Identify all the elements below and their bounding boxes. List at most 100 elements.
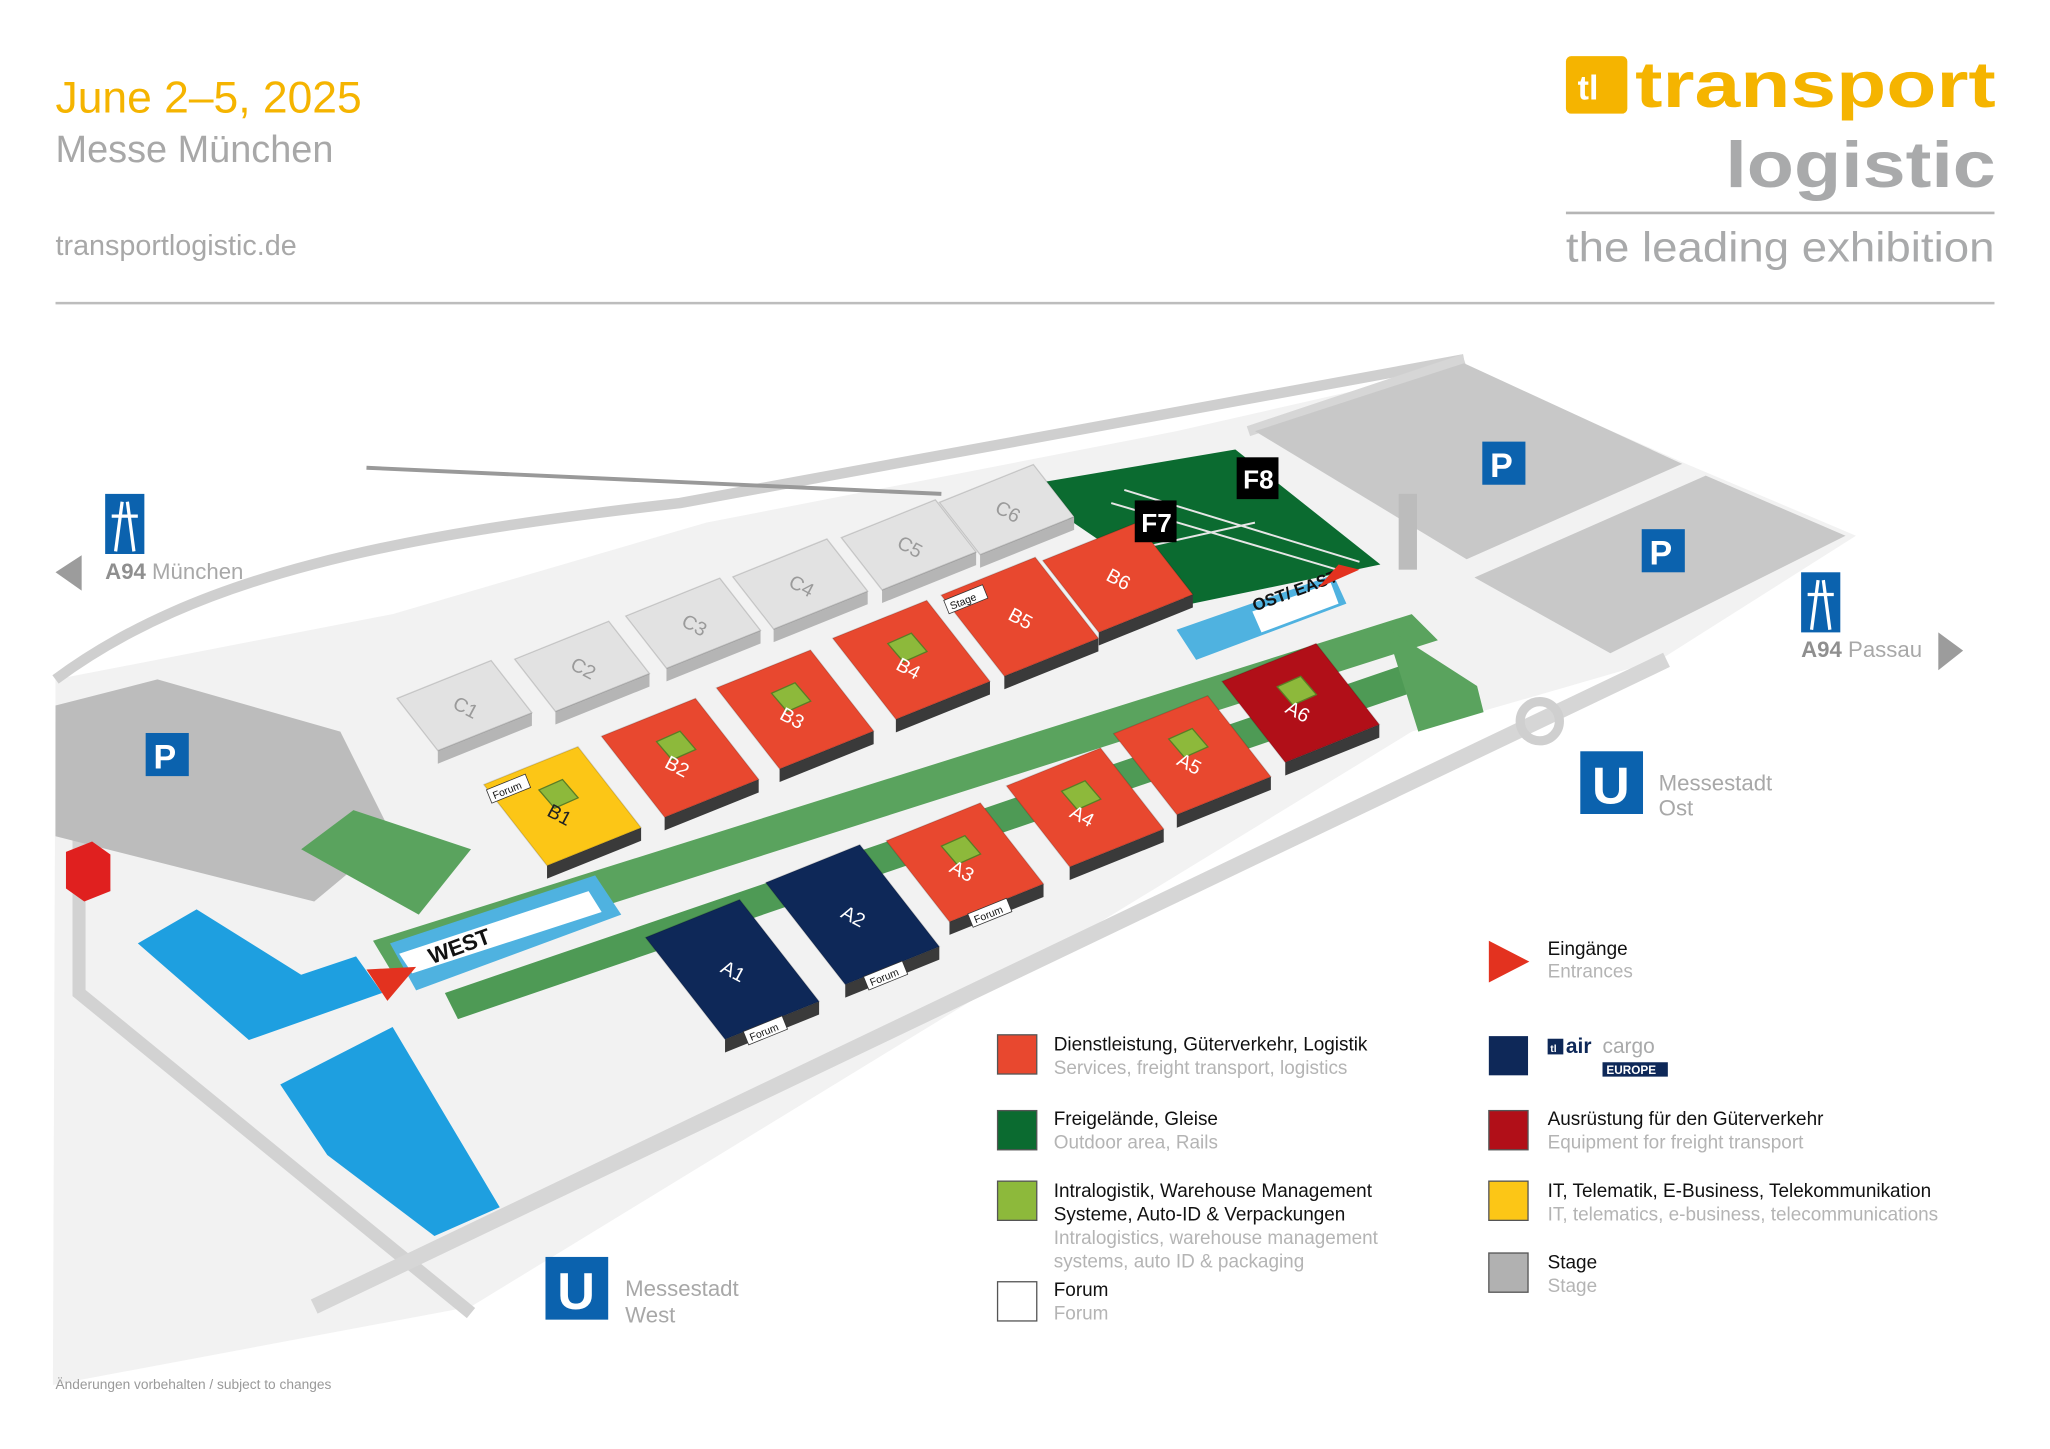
hall-a5[interactable]: A5 [1112,694,1272,828]
legend-equipment: Ausrüstung für den Güterverkehr Equipmen… [1488,1109,1824,1153]
logo-mark [1565,56,1628,114]
hall-c5[interactable]: C5 [840,498,978,603]
logo-word-logistic: logistic [1725,128,1995,201]
svg-text:Forum: Forum [1054,1304,1109,1325]
logo-word-transport: transport [1635,48,1996,121]
hall-a6[interactable]: A6 [1221,642,1381,776]
highway-west-dest: München [152,559,243,584]
outdoor-f7-label[interactable]: F7 [1141,508,1171,538]
highway-east-road: A94 [1801,637,1842,662]
legend: Eingänge Entrances Dienstleistung, Güter… [996,939,1938,1325]
swatch [1488,1109,1529,1151]
aircargo-logo-air: air [1566,1035,1592,1058]
hall-b4[interactable]: B4 [831,599,992,733]
legend-intralogistics: Intralogistik, Warehouse Management Syst… [996,1180,1379,1272]
intralogistics-area [886,632,929,663]
hall-roof [396,659,533,752]
svg-text:P: P [154,738,177,776]
swatch [996,1034,1038,1075]
subway-station-west[interactable]: U Messestadt West [545,1256,739,1327]
svg-text:U: U [1592,758,1630,816]
legend-stage: Stage Stage [1488,1252,1597,1297]
svg-text:P: P [1490,447,1513,485]
tower [1398,493,1417,570]
swatch [996,1180,1038,1222]
hall-facade [895,681,990,733]
halls: C1C2C3C4C5C6B1ForumB2B3B4B5StageB6A1Foru… [396,463,1381,1053]
rail-track [366,465,942,496]
highway-west: A94 München [55,493,243,591]
hall-roof [1112,694,1272,816]
entrance-arrow-icon [1488,940,1530,983]
hall-facade [1285,724,1380,776]
svg-text:Freigelände, Gleise: Freigelände, Gleise [1054,1109,1218,1130]
hall-facade [882,552,977,603]
entrance-west-arrow-icon [366,966,417,1001]
website-link[interactable]: transportlogistic.de [56,230,297,262]
aircargo-logo-cargo: cargo [1603,1035,1655,1058]
hall-b3[interactable]: B3 [715,649,875,782]
svg-text:IT, telematics, e-business, te: IT, telematics, e-business, telecommunic… [1548,1204,1938,1225]
svg-text:Ausrüstung für den Güterverkeh: Ausrüstung für den Güterverkehr [1548,1109,1824,1130]
entrance-west[interactable]: WEST [366,875,622,1001]
intralogistics-area [1276,675,1318,706]
intralogistics-area [655,730,697,761]
outdoor-area-f7-f8[interactable] [1019,449,1381,604]
event-date: June 2–5, 2025 [56,73,362,122]
subway-station-east[interactable]: U Messestadt Ost [1580,751,1772,820]
hall-c2[interactable]: C2 [513,620,651,725]
svg-text:P: P [1650,534,1673,572]
hall-roof [600,697,760,819]
logo-mark-text: tl [1578,69,1599,107]
svg-text:Forum: Forum [1054,1280,1109,1301]
hall-roof [938,463,1076,556]
svg-text:Services, freight transport, l: Services, freight transport, logistics [1054,1058,1348,1079]
hall-roof [1005,747,1165,868]
hall-roof [624,577,762,670]
hall-b6[interactable]: B6 [1041,521,1194,646]
hall-roof [1221,642,1381,764]
intralogistics-area [770,682,812,713]
hall-c1[interactable]: C1 [396,659,533,764]
entrance-east-arrow-icon [1317,564,1360,588]
outdoor-f8-label[interactable]: F8 [1243,465,1274,495]
svg-text:A94 Passau: A94 Passau [1801,637,1922,662]
svg-text:systems, auto ID & packaging: systems, auto ID & packaging [1054,1251,1305,1272]
hall-facade [773,591,868,643]
legend-outdoor: Freigelände, Gleise Outdoor area, Rails [996,1109,1218,1153]
hall-facade [980,516,1075,568]
svg-text:Outdoor area, Rails: Outdoor area, Rails [1054,1132,1218,1153]
hall-a4[interactable]: A4 [1005,747,1165,880]
hall-facade [1004,638,1099,690]
arrow-right-icon [1938,632,1964,671]
hall-c4[interactable]: C4 [731,538,869,643]
hall-facade [547,827,642,879]
hall-facade [1069,829,1164,880]
subway-icon [545,1256,609,1320]
highway-east-dest: Passau [1848,637,1922,662]
walkway-main [373,614,1438,974]
svg-text:tl: tl [1550,1044,1556,1055]
venue-name: Messe München [56,129,334,171]
roundabout [1515,697,1564,746]
legend-entrances: Eingänge Entrances [1488,939,1633,983]
arrow-left-icon [55,555,82,591]
svg-text:Dienstleistung, Güterverkehr,: Dienstleistung, Güterverkehr, Logistik [1054,1034,1368,1055]
hall-b2[interactable]: B2 [600,697,760,831]
hall-c6[interactable]: C6 [938,463,1076,568]
hall-facade [555,673,650,725]
swatch [996,1109,1038,1151]
hall-facade [779,731,874,782]
hall-facade [666,630,761,682]
hall-roof [1041,521,1194,634]
transport-logistic-logo: tl transport logistic the leading exhibi… [1565,48,1996,270]
svg-text:U: U [557,1263,595,1321]
hall-c3[interactable]: C3 [624,577,762,682]
walkway-west [301,810,472,915]
aircargo-logo-europe: EUROPE [1606,1064,1656,1077]
